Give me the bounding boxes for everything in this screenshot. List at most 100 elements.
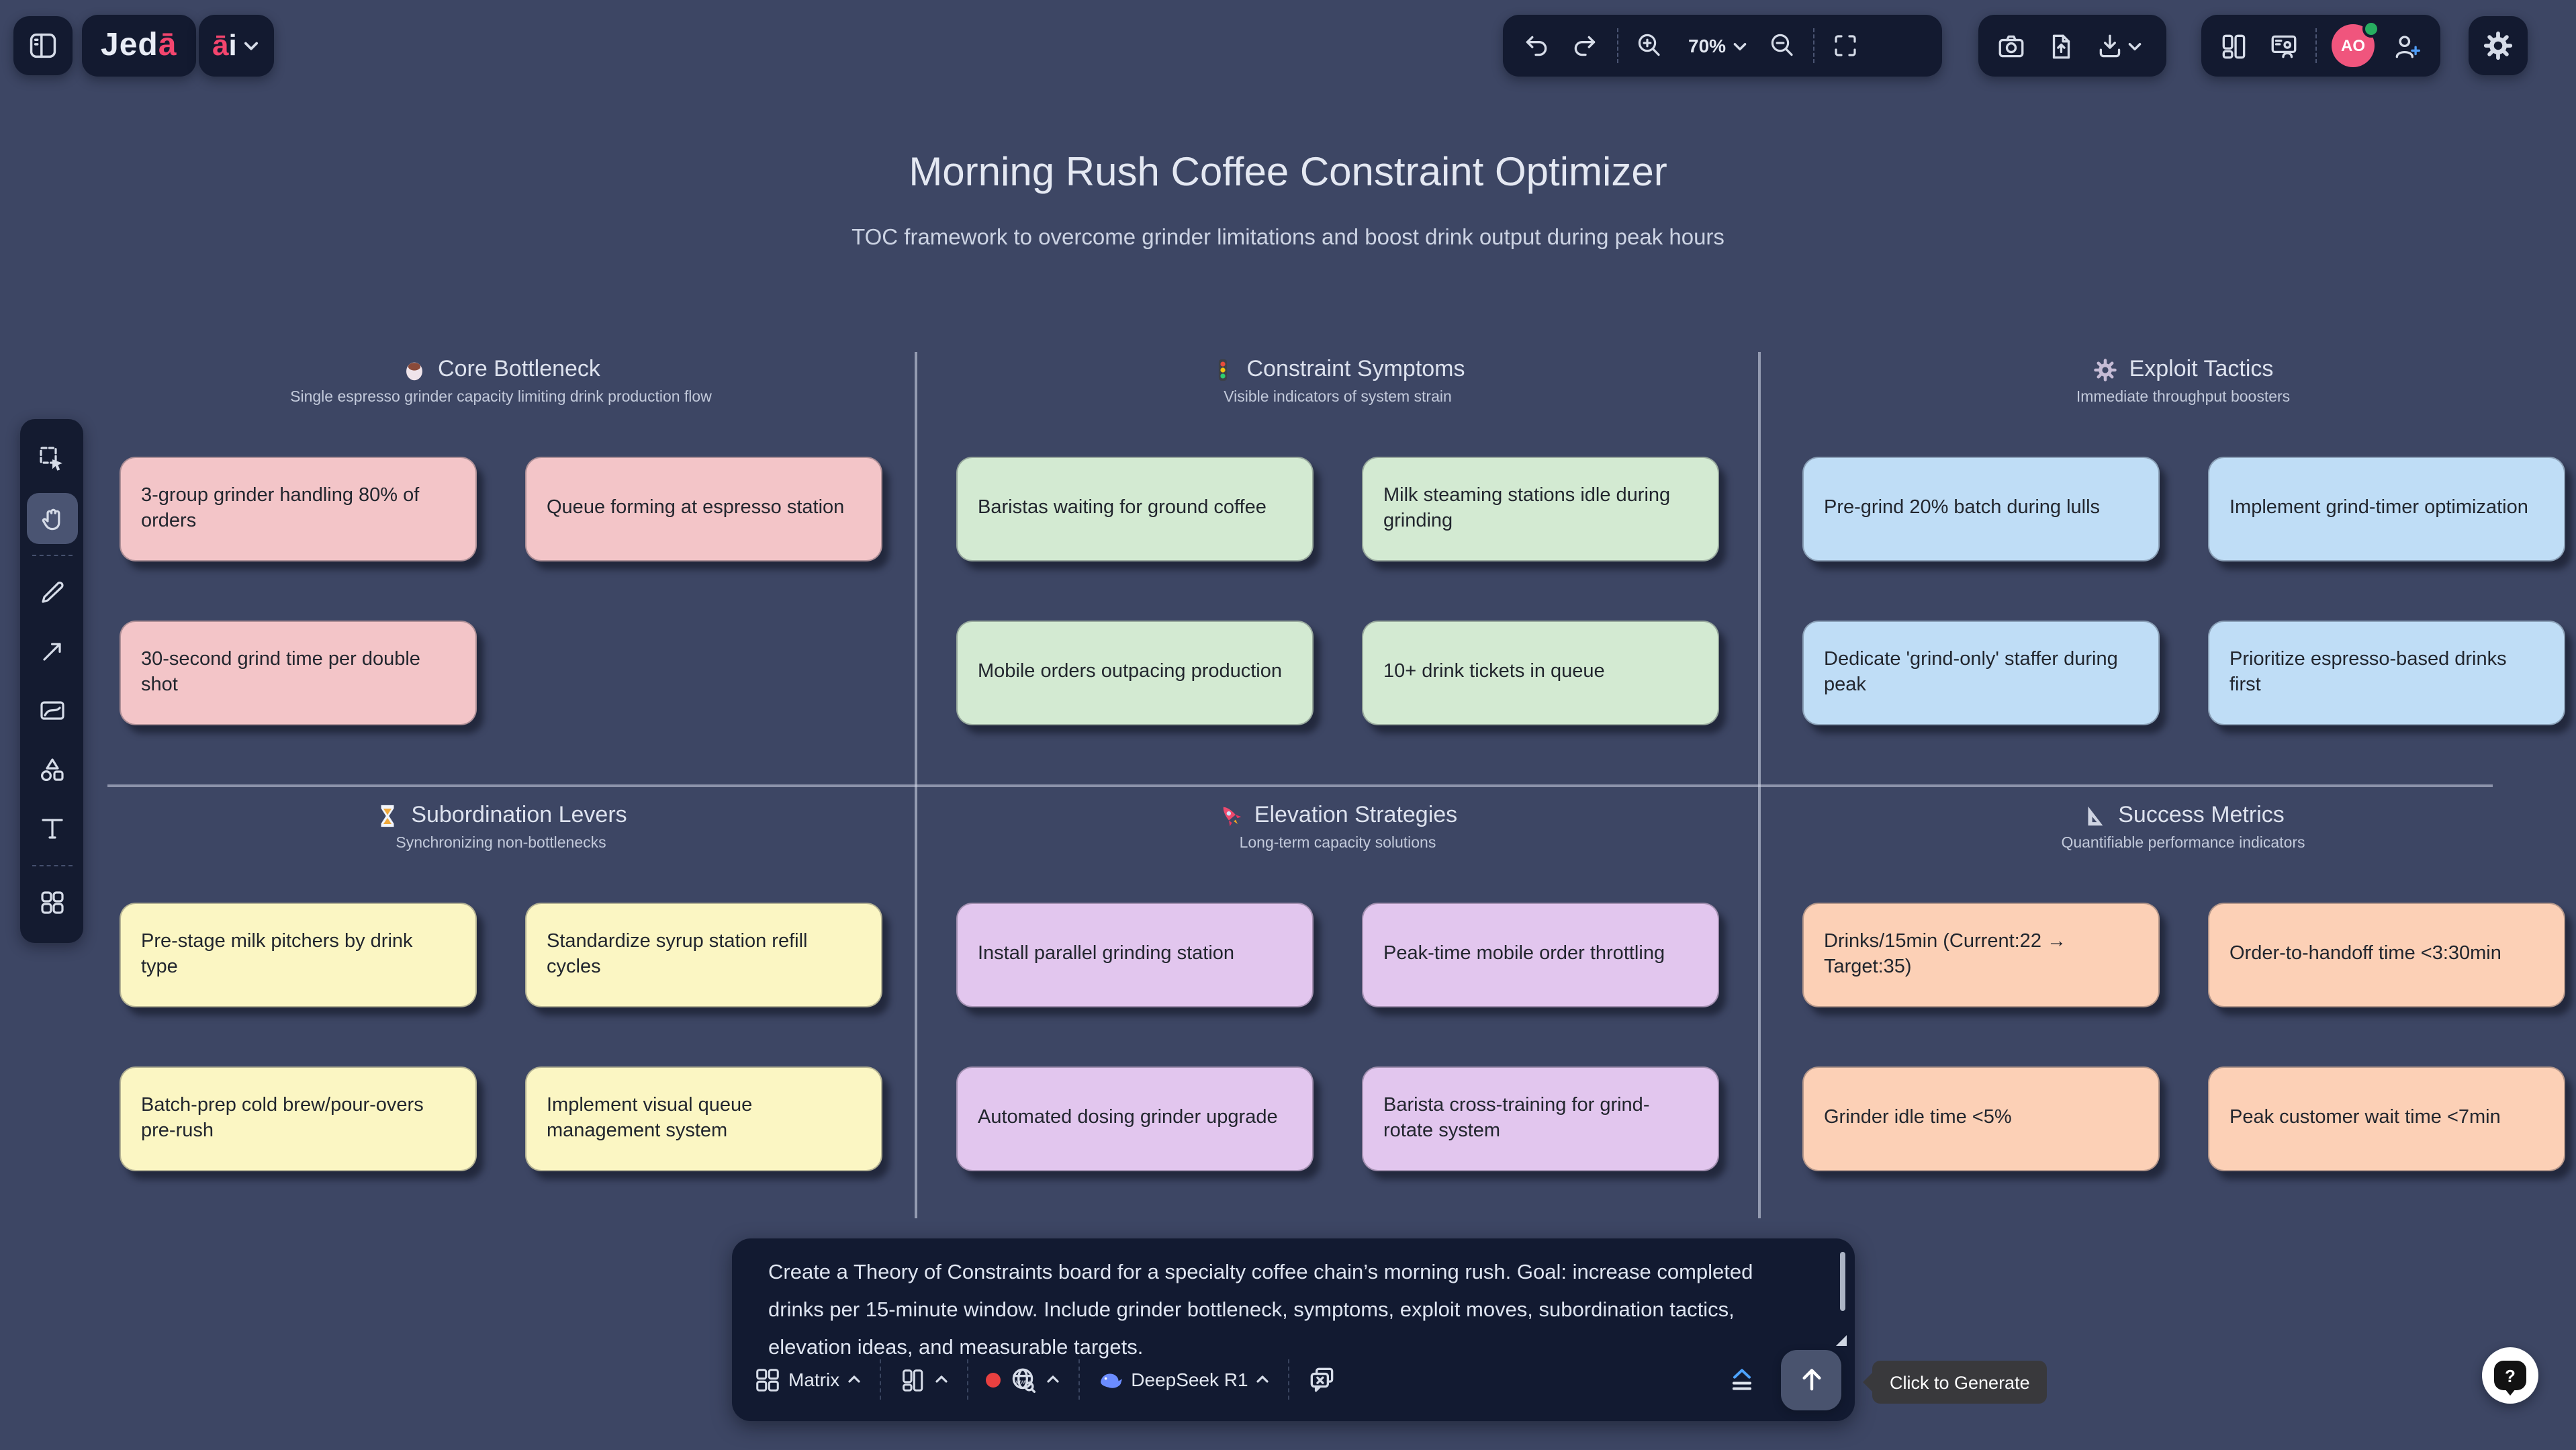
undo-icon (1526, 35, 1547, 56)
clear-chat-icon (1311, 1367, 1334, 1392)
traffic-light-icon (1219, 358, 1228, 381)
frame-tool[interactable] (26, 685, 77, 736)
controls-divider (880, 1359, 882, 1400)
sticky-note[interactable]: 3-group grinder handling 80% of orders (120, 457, 477, 561)
select-tool[interactable] (26, 434, 77, 485)
sticky-note[interactable]: Grinder idle time <5% (1802, 1067, 2160, 1171)
logo-accent: ā (158, 27, 177, 63)
chevron-down-icon (2128, 42, 2142, 50)
ai-menu-rest: i (228, 28, 237, 62)
settings-button[interactable] (2469, 16, 2528, 75)
chevron-up-icon (848, 1375, 860, 1383)
sticky-note[interactable]: Standardize syrup station refill cycles (525, 903, 882, 1007)
sticky-note[interactable]: Barista cross-training for grind-rotate … (1362, 1067, 1719, 1171)
notes-grid: Drinks/15min (Current:22 → Target:35) Ord… (1802, 903, 2565, 1171)
generate-tooltip: Click to Generate (1862, 1361, 2048, 1404)
apps-tool[interactable] (26, 877, 77, 928)
sticky-note[interactable]: Prioritize espresso-based drinks first (2208, 621, 2565, 725)
sticky-note[interactable]: Automated dosing grinder upgrade (956, 1067, 1314, 1171)
add-user-button[interactable] (2383, 30, 2432, 61)
text-tool[interactable] (26, 803, 77, 854)
sticky-note[interactable]: Peak-time mobile order throttling (1362, 903, 1719, 1007)
sticky-note[interactable]: Pre-grind 20% batch during lulls (1802, 457, 2160, 561)
sticky-note[interactable]: Batch-prep cold brew/pour-overs pre-rush (120, 1067, 477, 1171)
file-upload-button[interactable] (2036, 30, 2086, 61)
section-core-bottleneck: Core Bottleneck Single espresso grinder … (120, 356, 882, 725)
layout-panels-button[interactable] (2209, 30, 2259, 61)
file-upload-icon (2052, 34, 2070, 58)
layout-selector[interactable] (890, 1365, 958, 1394)
help-button[interactable]: ? (2482, 1347, 2538, 1404)
sticky-note[interactable]: Queue forming at espresso station (525, 457, 882, 561)
online-status-dot (2362, 20, 2380, 38)
sticky-note[interactable]: Drinks/15min (Current:22 → Target:35) (1802, 903, 2160, 1007)
section-subtitle: Visible indicators of system strain (1224, 390, 1452, 406)
section-title: Core Bottleneck (438, 356, 600, 381)
grid-divider-horizontal (107, 784, 2493, 786)
download-button[interactable] (2086, 30, 2153, 61)
fit-screen-button[interactable] (1821, 31, 1870, 60)
arrow-tool[interactable] (26, 626, 77, 677)
template-selector[interactable]: Matrix (745, 1365, 870, 1394)
sticky-note[interactable]: 10+ drink tickets in queue (1362, 621, 1719, 725)
prompt-scrollbar[interactable] (1840, 1252, 1845, 1311)
sticky-note[interactable]: Install parallel grinding station (956, 903, 1314, 1007)
sticky-note[interactable]: Baristas waiting for ground coffee (956, 457, 1314, 561)
template-label: Matrix (788, 1369, 840, 1390)
sticky-note[interactable]: 30-second grind time per double shot (120, 621, 477, 725)
matrix-template-icon (756, 1368, 779, 1391)
section-subtitle: Long-term capacity solutions (1239, 835, 1436, 852)
section-title: Exploit Tactics (2129, 356, 2274, 381)
web-access-selector[interactable]: www (978, 1364, 1069, 1395)
toolbar-divider (1813, 28, 1815, 63)
sticky-note[interactable]: Mobile orders outpacing production (956, 621, 1314, 725)
prompt-controls: Matrix www DeepSeek R1 (745, 1346, 1841, 1413)
undo-button[interactable] (1511, 30, 1561, 61)
model-selector[interactable]: DeepSeek R1 (1089, 1366, 1279, 1393)
coffee-cup-icon (406, 361, 423, 380)
sticky-note[interactable]: Pre-stage milk pitchers by drink type (120, 903, 477, 1007)
zoom-out-icon (1771, 34, 1793, 56)
redo-icon (1574, 35, 1596, 56)
shapes-tool[interactable] (26, 744, 77, 795)
screenshot-button[interactable] (1986, 30, 2036, 61)
zoom-in-button[interactable] (1625, 31, 1673, 60)
sticky-note[interactable]: Implement grind-timer optimization (2208, 457, 2565, 561)
sticky-note[interactable]: Peak customer wait time <7min (2208, 1067, 2565, 1171)
sticky-note[interactable]: Implement visual queue management system (525, 1067, 882, 1171)
screenshot-icon (1998, 34, 2024, 57)
tool-divider (32, 555, 72, 556)
avatar[interactable]: AO (2332, 20, 2380, 67)
rocket-icon (1223, 806, 1242, 826)
section-title: Success Metrics (2118, 802, 2285, 827)
expand-input-button[interactable] (1719, 1365, 1765, 1394)
prompt-input[interactable]: Create a Theory of Constraints board for… (768, 1261, 1753, 1359)
presentation-button[interactable] (2259, 30, 2309, 61)
clear-chat-button[interactable] (1299, 1364, 1346, 1395)
zoom-out-button[interactable] (1758, 31, 1806, 60)
record-dot-icon (986, 1372, 1001, 1387)
zoom-in-icon (1638, 34, 1660, 56)
sticky-note[interactable]: Order-to-handoff time <3:30min (2208, 903, 2565, 1007)
sticky-note[interactable]: Dedicate 'grind-only' staffer during pea… (1802, 621, 2160, 725)
sticky-note[interactable]: Milk steaming stations idle during grind… (1362, 457, 1719, 561)
zoom-level-dropdown[interactable]: 70% (1673, 35, 1758, 56)
layout-template-icon (903, 1369, 923, 1391)
help-icon: ? (2494, 1361, 2526, 1396)
deepseek-model-icon (1101, 1373, 1123, 1388)
section-title: Subordination Levers (411, 802, 627, 827)
pen-tool[interactable] (26, 567, 77, 618)
prompt-resize-handle[interactable] (1836, 1335, 1847, 1346)
toolbar-divider (2315, 28, 2317, 63)
notes-grid: 3-group grinder handling 80% of orders Qu… (120, 457, 882, 725)
generate-button[interactable] (1781, 1349, 1841, 1410)
redo-button[interactable] (1561, 30, 1610, 61)
section-subordination-levers: Subordination Levers Synchronizing non-b… (120, 802, 882, 1171)
hand-tool[interactable] (26, 493, 77, 544)
chevron-up-icon (1047, 1375, 1059, 1383)
ai-menu-accent: ā (212, 28, 229, 62)
sidebar-toggle-button[interactable] (13, 16, 73, 75)
